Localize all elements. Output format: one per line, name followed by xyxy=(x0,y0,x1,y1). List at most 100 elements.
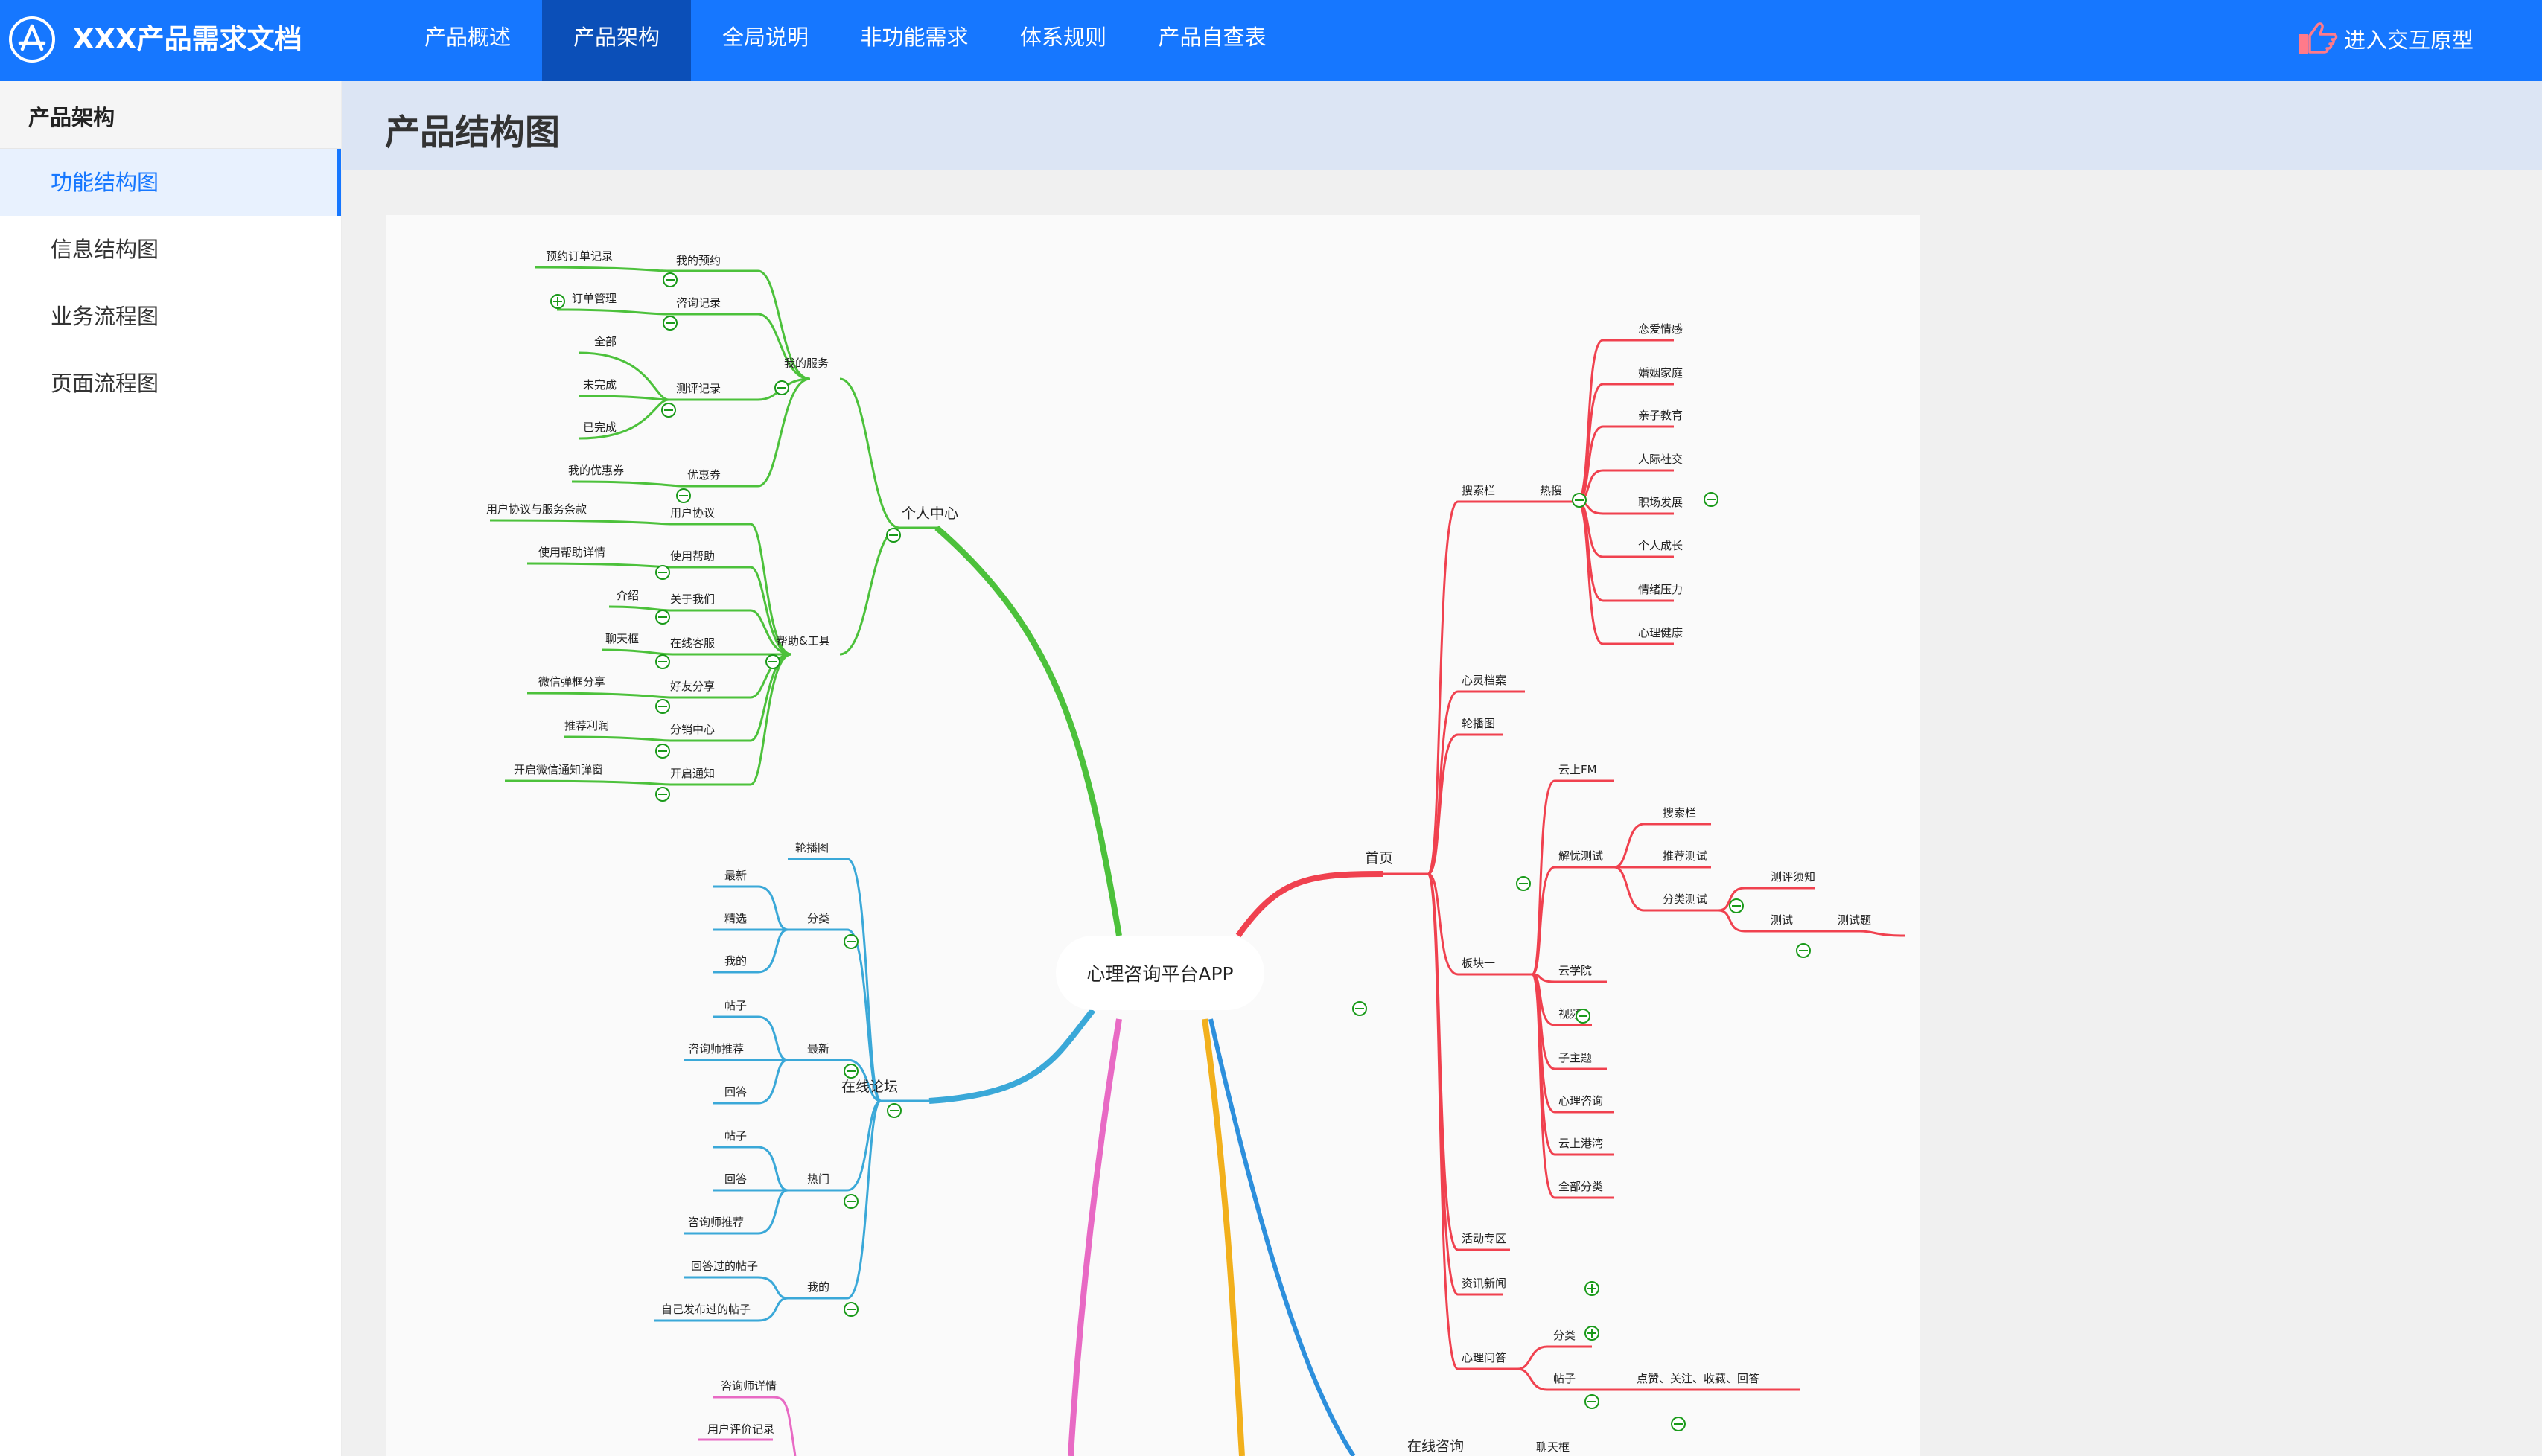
collapse-icon[interactable] xyxy=(1584,1394,1599,1409)
mindmap-canvas[interactable]: 心理咨询平台APP xyxy=(386,215,1920,1456)
node-psych-qa[interactable]: 心理问答 xyxy=(1462,1351,1506,1364)
node-all[interactable]: 全部 xyxy=(594,335,617,348)
node-about-us[interactable]: 关于我们 xyxy=(670,593,715,606)
nav-tab-nonfunctional[interactable]: 非功能需求 xyxy=(860,25,969,50)
node-user-reviews[interactable]: 用户评价记录 xyxy=(707,1423,774,1436)
node-forum-category[interactable]: 分类 xyxy=(807,912,829,925)
collapse-icon[interactable] xyxy=(655,654,670,669)
collapse-icon[interactable] xyxy=(774,380,789,395)
node-online-forum[interactable]: 在线论坛 xyxy=(841,1079,898,1095)
node-forum-mine[interactable]: 我的 xyxy=(724,954,747,968)
node-search-bar-2[interactable]: 搜索栏 xyxy=(1663,806,1696,820)
node-category-test[interactable]: 分类测试 xyxy=(1663,893,1707,906)
node-forum-my[interactable]: 我的 xyxy=(807,1280,829,1294)
node-forum-answer[interactable]: 回答 xyxy=(724,1085,747,1099)
collapse-icon[interactable] xyxy=(663,272,678,287)
expand-icon[interactable] xyxy=(1584,1281,1599,1296)
node-parenting[interactable]: 亲子教育 xyxy=(1638,409,1683,422)
node-hot-search[interactable]: 热搜 xyxy=(1540,484,1562,497)
node-all-categories[interactable]: 全部分类 xyxy=(1558,1180,1603,1193)
node-agreement-terms[interactable]: 用户协议与服务条款 xyxy=(486,502,587,516)
node-wechat-notify-popup[interactable]: 开启微信通知弹窗 xyxy=(514,763,603,776)
collapse-icon[interactable] xyxy=(844,1194,859,1209)
node-consult-record[interactable]: 咨询记录 xyxy=(676,296,721,310)
node-my-appointment[interactable]: 我的预约 xyxy=(676,254,721,267)
node-home[interactable]: 首页 xyxy=(1365,850,1393,866)
node-carousel[interactable]: 轮播图 xyxy=(1462,717,1495,730)
node-wechat-share[interactable]: 微信弹框分享 xyxy=(538,675,605,689)
node-recommended-test[interactable]: 推荐测试 xyxy=(1663,849,1707,863)
node-assessment-record[interactable]: 测评记录 xyxy=(676,382,721,395)
collapse-icon[interactable] xyxy=(663,316,678,331)
node-qa-actions[interactable]: 点赞、关注、收藏、回答 xyxy=(1637,1372,1759,1385)
collapse-icon[interactable] xyxy=(1516,876,1531,891)
node-consult-chat-box[interactable]: 聊天框 xyxy=(1536,1440,1570,1454)
collapse-icon[interactable] xyxy=(1729,898,1744,913)
collapse-icon[interactable] xyxy=(887,1103,902,1118)
nav-tab-rules[interactable]: 体系规则 xyxy=(1019,25,1106,50)
node-completed[interactable]: 已完成 xyxy=(583,421,617,434)
node-cloud-academy[interactable]: 云学院 xyxy=(1558,964,1592,977)
node-qa-post[interactable]: 帖子 xyxy=(1553,1372,1576,1385)
collapse-icon[interactable] xyxy=(655,565,670,580)
collapse-icon[interactable] xyxy=(844,1064,859,1079)
node-personal-center[interactable]: 个人中心 xyxy=(902,505,958,522)
node-forum-post[interactable]: 帖子 xyxy=(724,999,747,1012)
collapse-icon[interactable] xyxy=(765,654,780,669)
nav-tab-overview[interactable]: 产品概述 xyxy=(424,25,511,50)
node-intro[interactable]: 介绍 xyxy=(617,589,639,602)
node-subtopic[interactable]: 子主题 xyxy=(1558,1051,1592,1064)
nav-tab-global[interactable]: 全局说明 xyxy=(721,25,809,50)
expand-icon[interactable] xyxy=(550,294,565,309)
node-referral-profit[interactable]: 推荐利润 xyxy=(564,719,609,732)
collapse-icon[interactable] xyxy=(1671,1417,1686,1431)
node-forum-my-posts[interactable]: 自己发布过的帖子 xyxy=(661,1303,751,1316)
node-career[interactable]: 职场发展 xyxy=(1638,496,1683,509)
node-forum-newest[interactable]: 最新 xyxy=(807,1042,829,1056)
node-activity-zone[interactable]: 活动专区 xyxy=(1462,1232,1506,1245)
node-soul-archive[interactable]: 心灵档案 xyxy=(1462,674,1506,687)
collapse-icon[interactable] xyxy=(676,488,691,503)
node-forum-carousel[interactable]: 轮播图 xyxy=(795,841,829,855)
collapse-icon[interactable] xyxy=(655,610,670,625)
node-forum-counselor-rec[interactable]: 咨询师推荐 xyxy=(688,1042,744,1056)
node-test[interactable]: 测试 xyxy=(1771,913,1793,927)
collapse-icon[interactable] xyxy=(1704,492,1718,507)
node-forum-hot-answer[interactable]: 回答 xyxy=(724,1172,747,1186)
node-forum-hot-post[interactable]: 帖子 xyxy=(724,1129,747,1143)
node-my-coupons[interactable]: 我的优惠券 xyxy=(568,464,624,477)
node-relief-test[interactable]: 解忧测试 xyxy=(1558,849,1603,863)
node-enable-notify[interactable]: 开启通知 xyxy=(670,767,715,780)
collapse-icon[interactable] xyxy=(655,744,670,759)
node-cloud-fm[interactable]: 云上FM xyxy=(1558,763,1597,776)
node-appointment-orders[interactable]: 预约订单记录 xyxy=(546,249,613,263)
node-psych-consult[interactable]: 心理咨询 xyxy=(1558,1094,1603,1108)
node-mental-health[interactable]: 心理健康 xyxy=(1638,626,1683,639)
node-growth[interactable]: 个人成长 xyxy=(1638,539,1683,552)
node-test-question[interactable]: 测试题 xyxy=(1838,913,1871,927)
node-order-manage[interactable]: 订单管理 xyxy=(572,292,617,305)
node-friend-share[interactable]: 好友分享 xyxy=(670,680,715,693)
node-news[interactable]: 资讯新闻 xyxy=(1462,1277,1506,1290)
collapse-icon[interactable] xyxy=(655,787,670,802)
enter-prototype-button[interactable]: 进入交互原型 xyxy=(2296,16,2473,61)
node-forum-latest[interactable]: 最新 xyxy=(724,869,747,882)
sidebar-item-page-flow[interactable]: 页面流程图 xyxy=(51,371,159,396)
node-help-tools[interactable]: 帮助&工具 xyxy=(777,634,830,648)
node-video[interactable]: 视频 xyxy=(1558,1007,1581,1021)
node-qa-category[interactable]: 分类 xyxy=(1553,1329,1576,1342)
nav-tab-checklist[interactable]: 产品自查表 xyxy=(1158,25,1267,50)
node-test-notice[interactable]: 测评须知 xyxy=(1771,870,1815,884)
node-chat-box[interactable]: 聊天框 xyxy=(605,632,639,645)
collapse-icon[interactable] xyxy=(1572,493,1587,508)
node-distribution-center[interactable]: 分销中心 xyxy=(670,723,715,736)
sidebar-item-info-structure[interactable]: 信息结构图 xyxy=(51,237,159,262)
node-forum-hot[interactable]: 热门 xyxy=(807,1172,829,1186)
node-user-agreement[interactable]: 用户协议 xyxy=(670,506,715,520)
node-cloud-harbor[interactable]: 云上港湾 xyxy=(1558,1137,1603,1150)
collapse-icon[interactable] xyxy=(1576,1009,1590,1024)
node-online-consult[interactable]: 在线咨询 xyxy=(1407,1438,1464,1455)
node-forum-hot-counselor[interactable]: 咨询师推荐 xyxy=(688,1216,744,1229)
node-search-bar[interactable]: 搜索栏 xyxy=(1462,484,1495,497)
node-forum-featured[interactable]: 精选 xyxy=(724,912,747,925)
